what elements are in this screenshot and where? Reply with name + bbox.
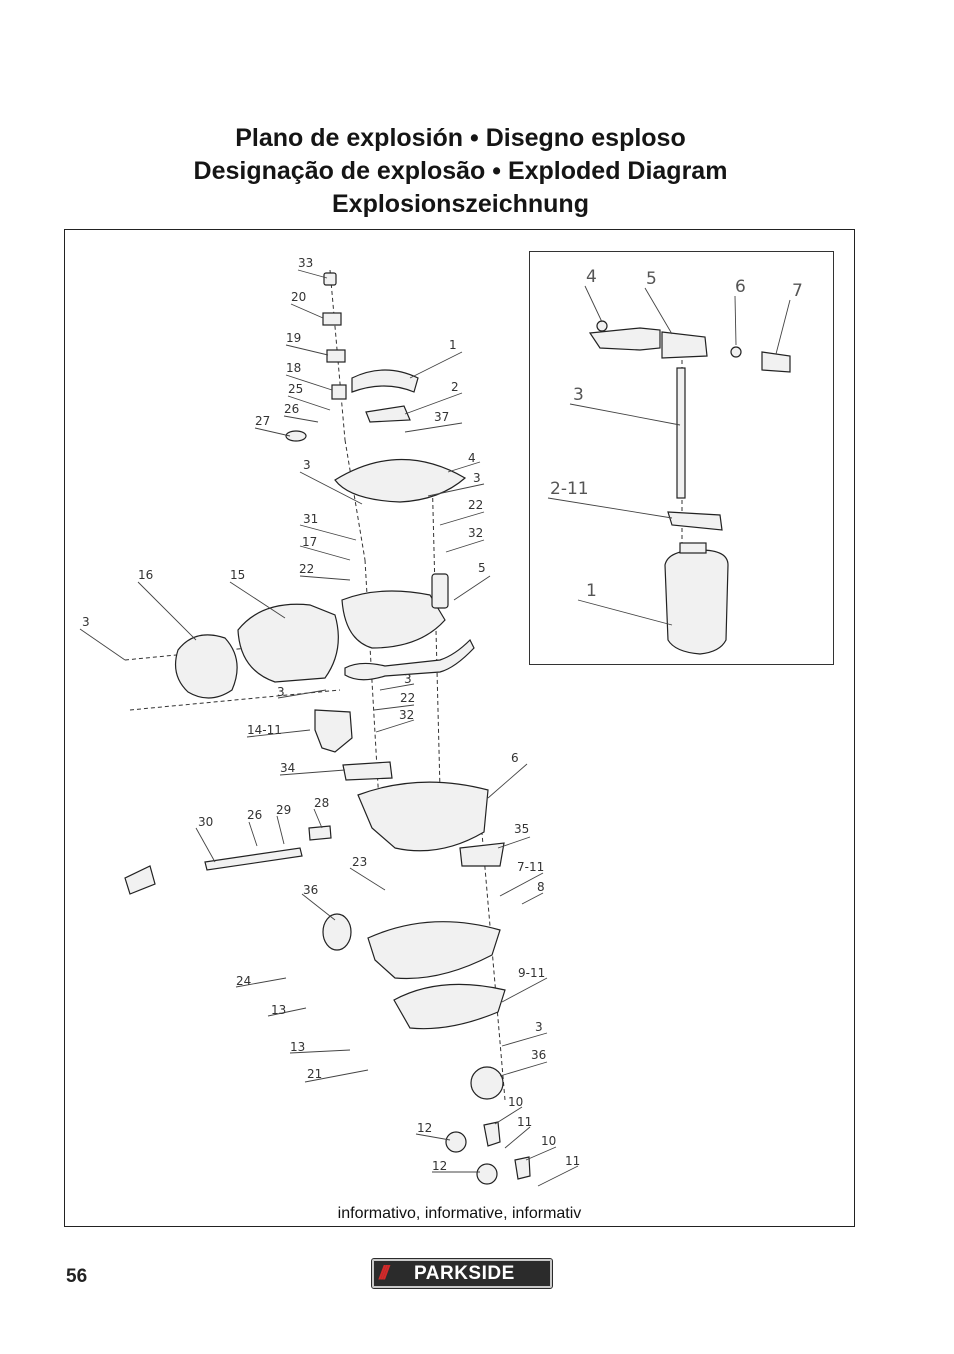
callout-label: 5	[478, 561, 486, 575]
inset-callout-label: 1	[586, 581, 597, 601]
callout-label: 22	[299, 562, 314, 576]
callout-label: 25	[288, 382, 303, 396]
callout-label: 9-11	[518, 966, 545, 980]
parkside-logo: /// PARKSIDE	[371, 1258, 553, 1289]
callout-label: 26	[247, 808, 262, 822]
callout-label: 1	[449, 338, 457, 352]
callout-label: 17	[302, 535, 317, 549]
title-line-1: Plano de explosión • Disegno esploso	[235, 124, 686, 152]
logo-brand: PARKSIDE	[414, 1263, 515, 1284]
callout-label: 32	[399, 708, 414, 722]
callout-label: 28	[314, 796, 329, 810]
callout-label: 13	[290, 1040, 305, 1054]
callout-label: 18	[286, 361, 301, 375]
callout-label: 35	[514, 822, 529, 836]
footnote: informativo, informative, informativ	[337, 1205, 582, 1222]
callout-label: 27	[255, 414, 270, 428]
callout-label: 24	[236, 974, 251, 988]
callout-label: 13	[271, 1003, 286, 1017]
callout-label: 16	[138, 568, 153, 582]
callout-label: 26	[284, 402, 299, 416]
callout-label: 34	[280, 761, 295, 775]
title-line-2: Designação de explosão • Exploded Diagra…	[193, 157, 728, 185]
page-number: 56	[66, 1266, 88, 1287]
callout-label: 3	[535, 1020, 543, 1034]
callout-label: 10	[541, 1134, 556, 1148]
callout-label: 11	[565, 1154, 580, 1168]
callout-label: 32	[468, 526, 483, 540]
callout-label: 8	[537, 880, 545, 894]
callout-label: 22	[468, 498, 483, 512]
callout-label: 12	[432, 1159, 447, 1173]
callout-label: 36	[303, 883, 318, 897]
callout-label: 11	[517, 1115, 532, 1129]
callout-label: 30	[198, 815, 213, 829]
title-line-3: Explosionszeichnung	[332, 190, 589, 218]
inset-callout-label: 5	[646, 269, 657, 289]
logo-slashes: ///	[379, 1263, 389, 1284]
callout-label: 33	[298, 256, 313, 270]
leader-lines	[79, 269, 791, 1187]
callout-label: 15	[230, 568, 245, 582]
part-outlines	[124, 272, 791, 1185]
diagram-frame	[64, 229, 855, 1227]
callout-label: 4	[468, 451, 476, 465]
inset-callout-label: 4	[586, 267, 597, 287]
inset-callout-label: 7	[792, 281, 803, 301]
callout-label: 31	[303, 512, 318, 526]
accessory-inset-frame	[529, 251, 834, 665]
callout-label: 21	[307, 1067, 322, 1081]
callout-label: 6	[511, 751, 519, 765]
callout-label: 2	[451, 380, 459, 394]
inset-callout-label: 6	[735, 277, 746, 297]
callout-label: 3	[277, 685, 285, 699]
inset-callout-label: 3	[573, 385, 584, 405]
callout-label: 19	[286, 331, 301, 345]
callout-label: 22	[400, 691, 415, 705]
callout-label: 3	[303, 458, 311, 472]
callout-label: 10	[508, 1095, 523, 1109]
callout-label: 12	[417, 1121, 432, 1135]
callout-label: 36	[531, 1048, 546, 1062]
callout-label: 23	[352, 855, 367, 869]
callout-label: 14-11	[247, 723, 282, 737]
callout-label: 37	[434, 410, 449, 424]
callout-label: 7-11	[517, 860, 544, 874]
callout-label: 3	[404, 672, 412, 686]
callout-label: 20	[291, 290, 306, 304]
callout-labels: 33 20 19 18 25 26 27 1 2 37 3 4 3 22 31 …	[82, 256, 803, 1173]
callout-label: 3	[473, 471, 481, 485]
callout-label: 3	[82, 615, 90, 629]
callout-label: 29	[276, 803, 291, 817]
inset-callout-label: 2-11	[550, 479, 589, 499]
page-title: Plano de explosión • Disegno esploso Des…	[0, 122, 921, 221]
